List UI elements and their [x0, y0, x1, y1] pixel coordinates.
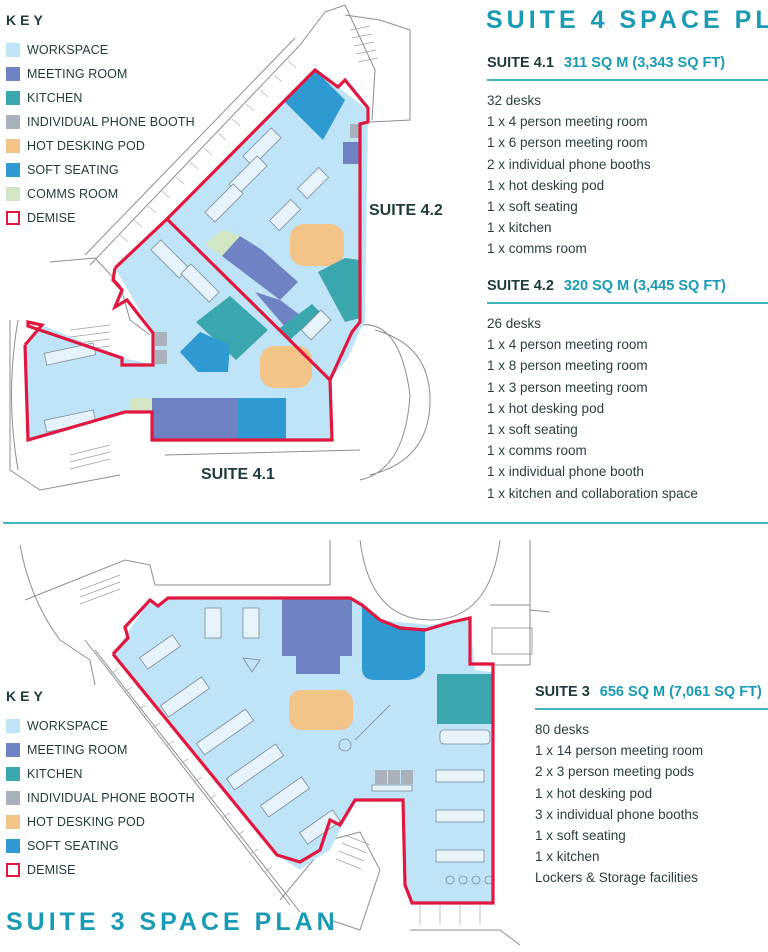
- key-item-soft-seating: SOFT SEATING: [6, 834, 195, 858]
- plan-label-suite-4-2: SUITE 4.2: [369, 202, 443, 219]
- feature-item: 1 x individual phone booth: [487, 464, 644, 480]
- demise-swatch-icon: [6, 863, 20, 877]
- suite-3-floor-plan: [19, 539, 551, 946]
- feature-item: 3 x individual phone booths: [535, 806, 699, 822]
- soft-seating-swatch-icon: [6, 839, 20, 853]
- suite-area: 320 SQ M (3,445 SQ FT): [563, 278, 726, 294]
- key-item-hot-desking-pod: HOT DESKING POD: [6, 810, 195, 834]
- key-item-comms-room: COMMS ROOM: [6, 182, 195, 206]
- feature-item: 1 x comms room: [487, 443, 587, 459]
- suite-3-header: SUITE 3 656 SQ M (7,061 SQ FT): [535, 684, 768, 710]
- feature-item: 1 x 4 person meeting room: [487, 337, 648, 353]
- feature-item: 1 x soft seating: [487, 199, 578, 215]
- suite-4-page-title: SUITE 4 SPACE PLAN: [486, 6, 768, 34]
- suite-area: 656 SQ M (7,061 SQ FT): [599, 684, 762, 700]
- key-label: COMMS ROOM: [27, 187, 119, 201]
- meeting-room-swatch-icon: [6, 67, 20, 81]
- phone-booth-swatch-icon: [6, 791, 20, 805]
- hot-desking-swatch-icon: [6, 815, 20, 829]
- key-label: SOFT SEATING: [27, 839, 119, 853]
- key-label: KITCHEN: [27, 767, 83, 781]
- key-label: WORKSPACE: [27, 43, 109, 57]
- suite-3-page-title: SUITE 3 SPACE PLAN: [6, 908, 339, 936]
- key-label: KITCHEN: [27, 91, 83, 105]
- key-label: INDIVIDUAL PHONE BOOTH: [27, 115, 195, 129]
- key-item-workspace: WORKSPACE: [6, 38, 195, 62]
- feature-item: 1 x kitchen and collaboration space: [487, 485, 698, 501]
- kitchen-swatch-icon: [6, 767, 20, 781]
- feature-item: 1 x kitchen: [487, 220, 552, 236]
- plan-label-suite-4-1: SUITE 4.1: [201, 466, 275, 483]
- soft-seating-swatch-icon: [6, 163, 20, 177]
- key-item-soft-seating: SOFT SEATING: [6, 158, 195, 182]
- key-label: HOT DESKING POD: [27, 815, 145, 829]
- feature-item: 1 x hot desking pod: [535, 785, 653, 801]
- feature-item: 32 desks: [487, 93, 542, 108]
- feature-item: Lockers & Storage facilities: [535, 870, 698, 886]
- key-title: KEY: [6, 12, 47, 28]
- suite-4-2-details: SUITE 4.2 320 SQ M (3,445 SQ FT) 26 desk…: [487, 278, 768, 504]
- feature-item: 1 x 3 person meeting room: [487, 379, 648, 395]
- suite-3-details: SUITE 3 656 SQ M (7,061 SQ FT) 80 desks …: [535, 684, 768, 889]
- feature-item: 1 x kitchen: [535, 849, 600, 865]
- feature-item: 1 x 8 person meeting room: [487, 358, 648, 374]
- suite-4-1-details: SUITE 4.1 311 SQ M (3,343 SQ FT) 32 desk…: [487, 55, 768, 260]
- key-title: KEY: [6, 688, 47, 704]
- key-item-phone-booth: INDIVIDUAL PHONE BOOTH: [6, 786, 195, 810]
- suite-name: SUITE 4.2: [487, 278, 554, 294]
- key-label: MEETING ROOM: [27, 743, 128, 757]
- feature-item: 1 x 4 person meeting room: [487, 114, 648, 130]
- suite-3-key-legend: KEY WORKSPACE MEETING ROOM KITCHEN INDIV…: [6, 688, 195, 882]
- key-label: WORKSPACE: [27, 719, 109, 733]
- feature-item: 1 x hot desking pod: [487, 177, 605, 193]
- feature-item: 1 x hot desking pod: [487, 400, 605, 416]
- suite-4-2-header: SUITE 4.2 320 SQ M (3,445 SQ FT): [487, 278, 768, 304]
- section-divider: [3, 522, 768, 524]
- key-item-meeting-room: MEETING ROOM: [6, 738, 195, 762]
- feature-item: 26 desks: [487, 316, 542, 331]
- key-item-meeting-room: MEETING ROOM: [6, 62, 195, 86]
- workspace-swatch-icon: [6, 719, 20, 733]
- feature-item: 1 x 14 person meeting room: [535, 743, 704, 759]
- suite-4-2-feature-list: 26 desks 1 x 4 person meeting room 1 x 8…: [487, 304, 768, 504]
- key-label: SOFT SEATING: [27, 163, 119, 177]
- feature-item: 80 desks: [535, 722, 590, 737]
- key-item-kitchen: KITCHEN: [6, 762, 195, 786]
- feature-item: 1 x 6 person meeting room: [487, 135, 648, 151]
- key-item-hot-desking-pod: HOT DESKING POD: [6, 134, 195, 158]
- key-label: HOT DESKING POD: [27, 139, 145, 153]
- demise-swatch-icon: [6, 211, 20, 225]
- key-label: MEETING ROOM: [27, 67, 128, 81]
- suite-4-floor-plan: [9, 4, 431, 491]
- key-label: DEMISE: [27, 211, 76, 225]
- suite-4-1-feature-list: 32 desks 1 x 4 person meeting room 1 x 6…: [487, 81, 768, 260]
- feature-item: 1 x comms room: [487, 241, 587, 257]
- key-label: INDIVIDUAL PHONE BOOTH: [27, 791, 195, 805]
- feature-item: 2 x individual phone booths: [487, 156, 651, 172]
- suite-area: 311 SQ M (3,343 SQ FT): [563, 55, 726, 71]
- suite-4-1-header: SUITE 4.1 311 SQ M (3,343 SQ FT): [487, 55, 768, 81]
- feature-item: 1 x soft seating: [535, 828, 626, 844]
- suite-name: SUITE 3: [535, 684, 590, 700]
- key-label: DEMISE: [27, 863, 76, 877]
- workspace-swatch-icon: [6, 43, 20, 57]
- suite-3-feature-list: 80 desks 1 x 14 person meeting room 2 x …: [535, 710, 768, 889]
- phone-booth-swatch-icon: [6, 115, 20, 129]
- comms-room-swatch-icon: [6, 187, 20, 201]
- meeting-room-swatch-icon: [6, 743, 20, 757]
- key-item-demise: DEMISE: [6, 858, 195, 882]
- kitchen-swatch-icon: [6, 91, 20, 105]
- hot-desking-swatch-icon: [6, 139, 20, 153]
- feature-item: 2 x 3 person meeting pods: [535, 764, 695, 780]
- key-item-kitchen: KITCHEN: [6, 86, 195, 110]
- key-item-workspace: WORKSPACE: [6, 714, 195, 738]
- suite-4-key-legend: KEY WORKSPACE MEETING ROOM KITCHEN INDIV…: [6, 12, 195, 230]
- key-item-demise: DEMISE: [6, 206, 195, 230]
- suite-name: SUITE 4.1: [487, 55, 554, 71]
- key-item-phone-booth: INDIVIDUAL PHONE BOOTH: [6, 110, 195, 134]
- feature-item: 1 x soft seating: [487, 422, 578, 438]
